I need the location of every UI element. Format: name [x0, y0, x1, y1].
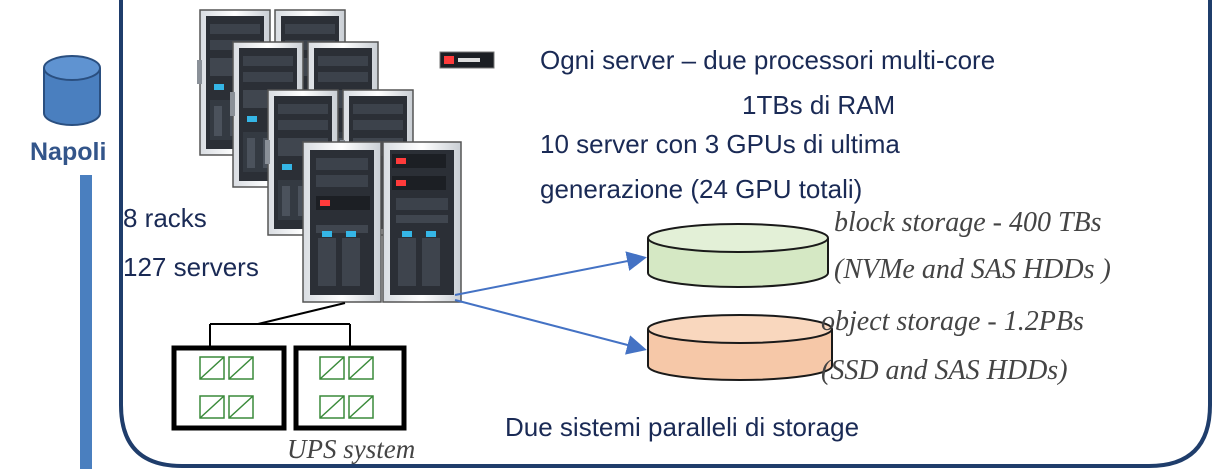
block-storage-detail: (NVMe and SAS HDDs )	[834, 254, 1111, 285]
server-description-line-2: 1TBs di RAM	[742, 90, 896, 120]
database-cylinder-icon	[43, 55, 101, 126]
gpu-description-line-2: generazione (24 GPU totali)	[540, 174, 863, 204]
block-storage-connector	[454, 251, 647, 296]
racks-count-label: 8 racks	[123, 203, 207, 233]
site-label: Napoli	[30, 138, 107, 166]
site-link-bar	[80, 175, 92, 469]
servers-count-label: 127 servers	[123, 252, 259, 282]
ups-unit-right-icon	[293, 345, 407, 431]
datacenter-frame	[119, 0, 1212, 468]
server-racks-icon	[196, 9, 462, 303]
server-unit-icon	[439, 51, 495, 69]
gpu-description-line-1: 10 server con 3 GPUs di ultima	[540, 129, 900, 159]
storage-caption: Due sistemi paralleli di storage	[505, 412, 860, 442]
ups-unit-left-icon	[171, 345, 287, 431]
object-storage-title: object storage - 1.2PBs	[821, 306, 1084, 337]
front-rack-right	[382, 141, 462, 303]
object-storage-detail: (SSD and SAS HDDs)	[821, 355, 1068, 386]
server-description-line-1: Ogni server – due processori multi-core	[540, 45, 996, 75]
ups-wiring	[209, 302, 351, 348]
napoli-site	[43, 55, 101, 469]
block-storage-title: block storage - 400 TBs	[834, 207, 1102, 238]
object-storage-cylinder-icon	[647, 314, 833, 381]
front-rack-left	[302, 141, 382, 303]
ups-caption: UPS system	[287, 434, 416, 464]
object-storage-connector	[454, 299, 647, 355]
block-storage-cylinder-icon	[647, 223, 829, 288]
